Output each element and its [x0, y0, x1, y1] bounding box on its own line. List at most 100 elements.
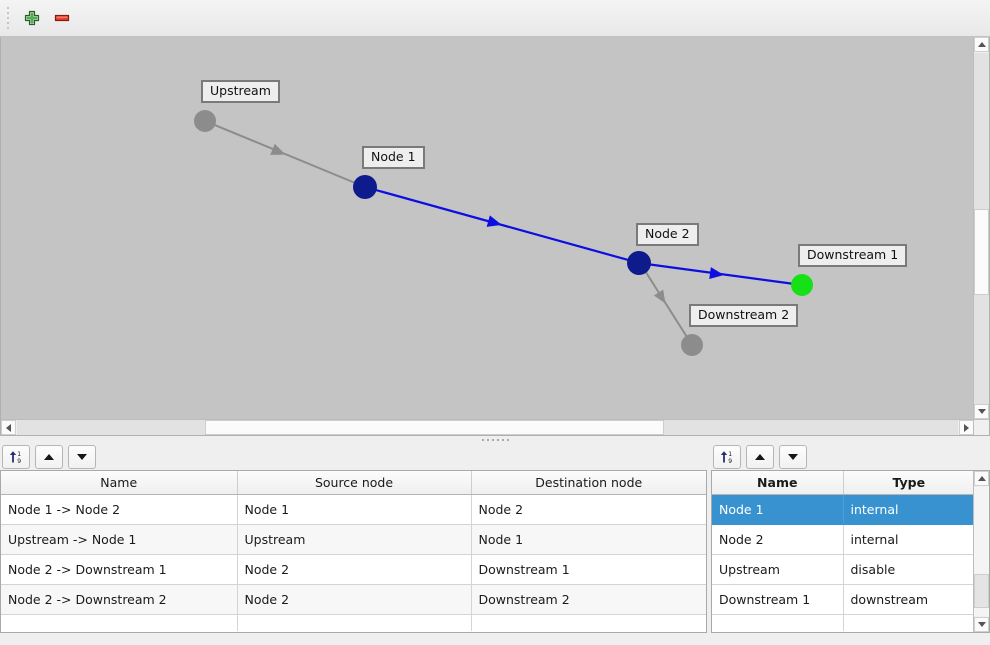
edge-node2-downstream2[interactable]: [641, 265, 693, 346]
graph-label-downstream1[interactable]: Downstream 1: [798, 244, 908, 267]
triangle-up-icon: [755, 454, 765, 460]
cell-destination: Downstream 1: [471, 554, 706, 585]
table-row[interactable]: Node 2 -> Downstream 1 Node 2 Downstream…: [1, 554, 706, 585]
connections-header-row: Name Source node Destination node: [1, 471, 706, 495]
graph-node-node1[interactable]: [353, 175, 377, 199]
scroll-left-button[interactable]: [1, 420, 16, 435]
cell-name: Upstream -> Node 1: [1, 524, 238, 555]
scroll-up-button[interactable]: [974, 37, 989, 52]
column-header-destination[interactable]: Destination node: [471, 471, 706, 495]
svg-text:1: 1: [728, 451, 732, 458]
cell-name: Node 2: [712, 524, 844, 555]
sort-connections-button[interactable]: 1 9: [2, 445, 30, 469]
table-row[interactable]: Node 2 internal: [712, 524, 974, 555]
cell-type: downstream: [843, 584, 974, 615]
cell-destination: Downstream 2: [471, 584, 706, 615]
toolbar-drag-handle[interactable]: [3, 7, 13, 29]
cell-source: Node 2: [237, 554, 472, 585]
scrollbar-corner: [973, 419, 989, 435]
table-empty-row: [1, 614, 706, 631]
horizontal-splitter[interactable]: [0, 436, 990, 444]
graph-hscroll-thumb[interactable]: [205, 420, 664, 435]
graph-node-downstream2[interactable]: [681, 334, 703, 356]
triangle-down-icon: [77, 454, 87, 460]
table-row[interactable]: Upstream disable: [712, 554, 974, 585]
table-row[interactable]: Upstream -> Node 1 Upstream Node 1: [1, 524, 706, 555]
edge-node1-node2[interactable]: [364, 185, 640, 265]
graph-node-downstream1[interactable]: [791, 274, 813, 296]
graph-viewport[interactable]: Upstream Node 1 Node 2 Downstream 1 Down…: [1, 37, 973, 419]
table-row[interactable]: Node 2 -> Downstream 2 Node 2 Downstream…: [1, 584, 706, 615]
column-header-source[interactable]: Source node: [237, 471, 472, 495]
svg-text:9: 9: [17, 458, 21, 465]
nodes-header-row: Name Type: [712, 471, 974, 495]
nodes-scroll-up-button[interactable]: [974, 471, 989, 486]
graph-node-upstream[interactable]: [194, 110, 216, 132]
nodes-pane: 1 9 Name Type: [711, 444, 990, 645]
cell-source: Node 2: [237, 584, 472, 615]
column-header-name[interactable]: Name: [1, 471, 238, 495]
graph-label-node1[interactable]: Node 1: [362, 146, 425, 169]
column-header-name[interactable]: Name: [712, 471, 844, 495]
sort-nodes-button[interactable]: 1 9: [713, 445, 741, 469]
move-node-up-button[interactable]: [746, 445, 774, 469]
cell-type: internal: [843, 524, 974, 555]
plus-icon: [24, 10, 40, 26]
connections-toolbar: 1 9: [0, 444, 707, 470]
main-toolbar: [0, 0, 990, 37]
nodes-table-grid: Name Type Node 1 internal Node 2 interna…: [712, 471, 974, 631]
move-connection-down-button[interactable]: [68, 445, 96, 469]
nodes-table[interactable]: Name Type Node 1 internal Node 2 interna…: [711, 470, 990, 633]
cell-name: Node 2 -> Downstream 2: [1, 584, 238, 615]
triangle-up-icon: [977, 42, 986, 47]
table-row-selected[interactable]: Node 1 internal: [712, 494, 974, 525]
table-row[interactable]: Downstream 1 downstream: [712, 584, 974, 615]
triangle-up-icon: [44, 454, 54, 460]
graph-horizontal-scrollbar[interactable]: [1, 419, 974, 435]
column-header-type[interactable]: Type: [843, 471, 974, 495]
move-connection-up-button[interactable]: [35, 445, 63, 469]
triangle-down-icon: [977, 622, 986, 627]
sort-ascending-icon: 1 9: [720, 451, 732, 465]
triangle-down-icon: [788, 454, 798, 460]
svg-text:1: 1: [17, 451, 21, 458]
table-row[interactable]: Node 1 -> Node 2 Node 1 Node 2: [1, 494, 706, 525]
add-node-button[interactable]: [17, 3, 47, 33]
nodes-table-scrollbar[interactable]: [973, 471, 989, 632]
nodes-scroll-down-button[interactable]: [974, 617, 989, 632]
graph-canvas-area[interactable]: Upstream Node 1 Node 2 Downstream 1 Down…: [0, 37, 990, 436]
sort-ascending-icon: 1 9: [9, 451, 21, 465]
connections-table[interactable]: Name Source node Destination node Node 1…: [0, 470, 707, 633]
scroll-right-button[interactable]: [959, 420, 974, 435]
cell-destination: Node 1: [471, 524, 706, 555]
graph-label-downstream2[interactable]: Downstream 2: [689, 304, 799, 327]
graph-label-upstream[interactable]: Upstream: [201, 80, 280, 103]
nodes-vscroll-thumb[interactable]: [974, 574, 989, 608]
minus-icon: [54, 14, 70, 22]
cell-type: disable: [843, 554, 974, 585]
connections-table-grid: Name Source node Destination node Node 1…: [1, 471, 706, 631]
graph-vscroll-thumb[interactable]: [974, 209, 989, 295]
graph-vertical-scrollbar[interactable]: [973, 37, 989, 420]
remove-node-button[interactable]: [47, 3, 77, 33]
scroll-down-button[interactable]: [974, 404, 989, 419]
graph-svg: [194, 110, 813, 356]
edge-node2-downstream1[interactable]: [638, 261, 803, 287]
graph-label-node2[interactable]: Node 2: [636, 223, 699, 246]
move-node-down-button[interactable]: [779, 445, 807, 469]
edge-upstream-node1[interactable]: [204, 120, 366, 188]
cell-name: Upstream: [712, 554, 844, 585]
cell-name: Node 1: [712, 494, 844, 525]
cell-name: Node 2 -> Downstream 1: [1, 554, 238, 585]
triangle-down-icon: [977, 409, 986, 414]
cell-source: Node 1: [237, 494, 472, 525]
table-empty-row: [712, 614, 974, 631]
cell-name: Node 1 -> Node 2: [1, 494, 238, 525]
svg-text:9: 9: [728, 458, 732, 465]
graph-node-node2[interactable]: [627, 251, 651, 275]
triangle-right-icon: [964, 423, 969, 432]
connections-pane: 1 9 Name Source n: [0, 444, 707, 645]
cell-type: internal: [843, 494, 974, 525]
triangle-left-icon: [6, 423, 11, 432]
